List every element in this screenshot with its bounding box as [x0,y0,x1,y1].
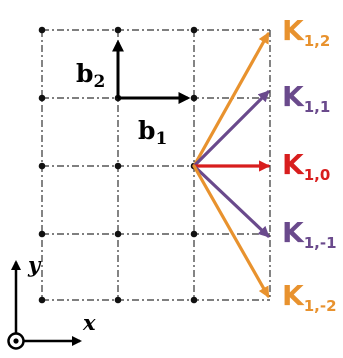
b1-subscript: 1 [155,129,167,149]
b1-label: b1 [138,116,167,149]
lattice-point [38,26,46,34]
lattice-point [114,296,122,304]
lattice-point [114,26,122,34]
lattice-point [114,162,122,170]
k-1-1-arrow [192,90,270,168]
lattice-point [190,230,198,238]
lattice-point [38,230,46,238]
k-1-minus1-label: K1,-1 [282,216,337,252]
b2-subscript: 2 [93,72,105,92]
x-axis-label: x [82,310,96,335]
lattice-point [38,162,46,170]
lattice-point [38,94,46,102]
basis-vectors [112,39,191,104]
z-axis-out-dot [13,338,19,344]
k-1-minus2-label: K1,-2 [282,279,337,315]
k-1-0-label: K1,0 [282,148,330,184]
lattice-point [190,26,198,34]
lattice-point [190,296,198,304]
y-axis-label: y [27,252,42,277]
k-vectors [192,32,271,298]
lattice-point [38,296,46,304]
lattice-point [190,94,198,102]
coordinate-axes [7,260,82,350]
k-1-2-label: K1,2 [282,14,330,50]
k-1-2-arrow [192,32,270,168]
b2-symbol: b [76,59,93,88]
k-1-minus1-arrow [192,164,270,238]
k-1-1-label: K1,1 [282,80,330,116]
b1-symbol: b [138,116,155,145]
k-1-minus2-arrow [192,164,270,298]
lattice-point [114,230,122,238]
b2-label: b2 [76,59,105,92]
